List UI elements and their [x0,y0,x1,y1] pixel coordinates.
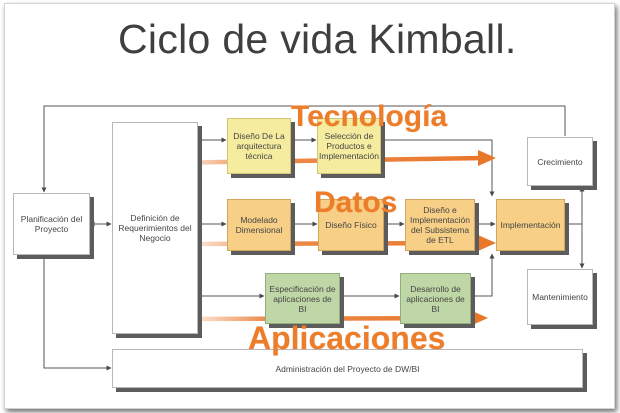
etl-design-box[interactable]: Diseño e Implementación del Subsistema d… [405,199,475,251]
architecture-box[interactable]: Diseño De La arquitectura técnica [227,118,291,174]
physical-design-box[interactable]: Diseño Físico [318,199,384,251]
bi-spec-box[interactable]: Especificación de aplicaciones de BI [265,273,340,324]
physical-design-label: Diseño Físico [325,220,377,230]
data-arrowhead [478,235,496,251]
applications-arrowhead [470,310,488,326]
bi-dev-label: Desarrollo de aplicaciones de BI [406,283,465,314]
feedback-loop-arrow [41,105,566,193]
requirements-label: Definición de Requerimientos del Negocio [118,213,192,243]
architecture-label: Diseño De La arquitectura técnica [233,131,285,161]
plan-admin-arrow [43,257,112,371]
planning-label: Planificación del Proyecto [20,214,83,234]
implementation-label: Implementación [500,220,561,230]
bi-spec-label: Especificación de aplicaciones de BI [269,283,336,314]
slide-title: Ciclo de vida Kimball. [118,16,517,62]
select-impl-arrow [381,139,495,197]
technology-overlay-label: Tecnología [291,100,448,133]
dimensional-modeling-label: Modelado Dimensional [235,215,283,235]
project-admin-label: Administración del Proyecto de DW/BI [275,363,420,374]
maintenance-box[interactable]: Mantenimiento [527,269,593,325]
implementation-box[interactable]: Implementación [496,199,565,251]
growth-label: Crecimiento [537,156,583,167]
product-selection-box[interactable]: Selección de Productos e Implementación [317,118,381,174]
bi-dev-box[interactable]: Desarrollo de aplicaciones de BI [400,273,471,324]
project-admin-box[interactable]: Administración del Proyecto de DW/BI [112,349,583,388]
technology-arrowhead [478,150,496,166]
growth-box[interactable]: Crecimiento [527,137,593,186]
dev-impl-arrow [471,253,495,297]
planning-box[interactable]: Planificación del Proyecto [13,193,90,255]
maintenance-label: Mantenimiento [532,292,588,302]
etl-design-label: Diseño e Implementación del Subsistema d… [409,205,470,245]
applications-overlay-label: Aplicaciones [248,320,446,356]
requirements-box[interactable]: Definición de Requerimientos del Negocio [112,122,198,334]
dimensional-modeling-box[interactable]: Modelado Dimensional [227,199,291,251]
data-overlay-label: Datos [314,186,398,219]
product-selection-label: Selección de Productos e Implementación [319,131,380,161]
